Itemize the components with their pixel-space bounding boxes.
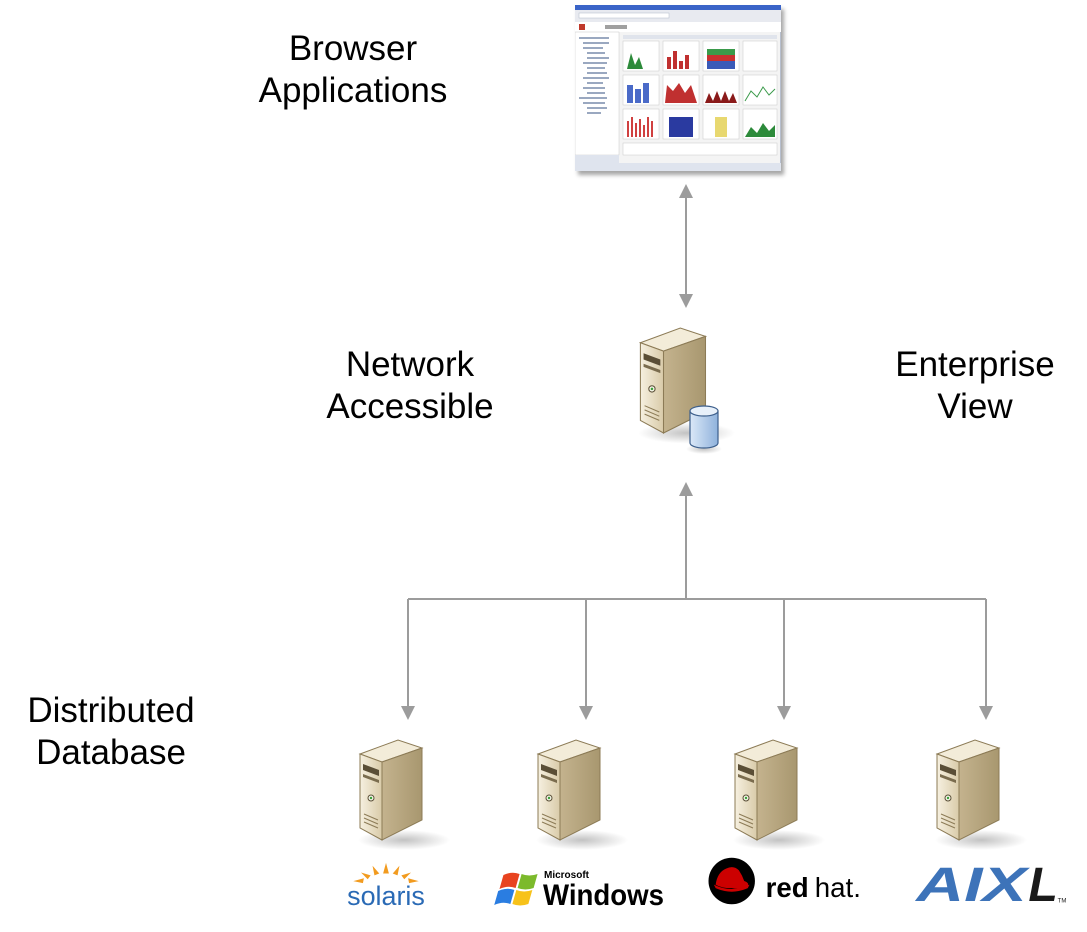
distributed-server-redhat (732, 739, 826, 851)
distributed-database-label: Distributed Database (0, 690, 222, 774)
enterprise-label-line1: Enterprise (895, 345, 1055, 384)
redhat-wordmark-hat: hat. (815, 872, 861, 903)
aix-logo: AIX L TM (915, 858, 1067, 906)
windows-wordmark: Windows (543, 879, 664, 912)
browser-label-line2: Applications (258, 71, 448, 110)
distribution-up-arrow (679, 482, 693, 599)
distribution-bus (401, 598, 993, 720)
redhat-wordmark-red: red (766, 872, 809, 903)
network-accessible-label: Network Accessible (290, 344, 530, 428)
network-label-line2: Accessible (326, 387, 494, 426)
windows-logo: Microsoft Windows (494, 870, 664, 912)
database-icon (686, 405, 722, 454)
distributed-label-line2: Database (36, 733, 186, 772)
solaris-wordmark: solaris (347, 881, 425, 910)
aix-wordmark: AIX (915, 858, 1031, 906)
distributed-server-windows (535, 739, 629, 851)
distributed-server-aix (934, 739, 1028, 851)
aix-trademark: TM (1058, 899, 1067, 905)
browser-label-line1: Browser (288, 29, 418, 68)
distributed-server-solaris (357, 739, 451, 851)
redhat-logo: red hat. (708, 857, 861, 905)
enterprise-view-label: Enterprise View (870, 344, 1080, 428)
enterprise-label-line2: View (937, 387, 1013, 426)
solaris-logo: solaris (347, 862, 425, 910)
microsoft-wordmark: Microsoft (544, 870, 590, 881)
browser-screenshot-thumbnail (575, 5, 781, 171)
browser-applications-label: Browser Applications (228, 28, 478, 112)
aix-l-wordmark: L (1028, 858, 1057, 906)
central-server-icon (637, 327, 736, 445)
network-label-line1: Network (345, 345, 475, 384)
distributed-label-line1: Distributed (27, 691, 195, 730)
browser-server-arrow (679, 184, 693, 308)
